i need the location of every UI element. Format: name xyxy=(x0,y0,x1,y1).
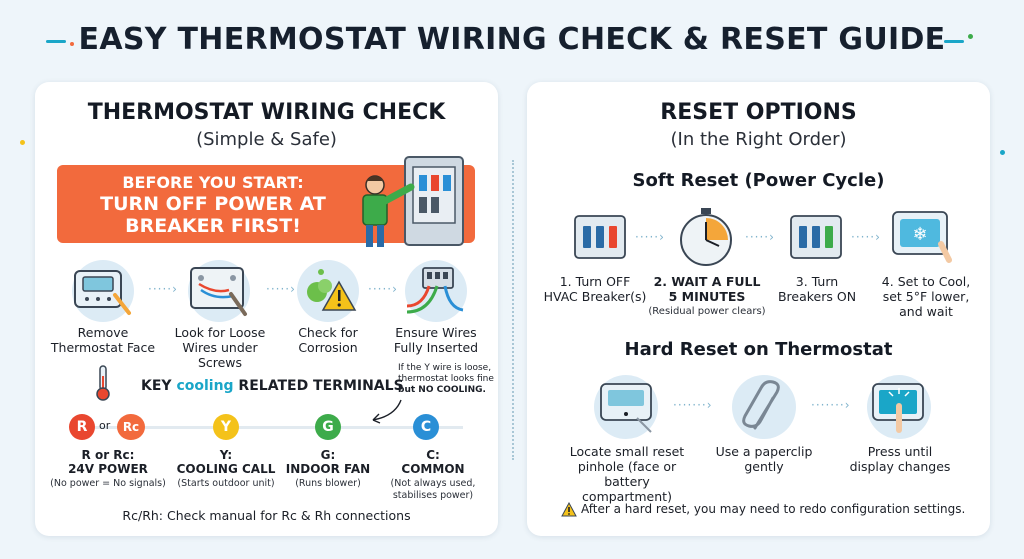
reset-heading: RESET OPTIONS xyxy=(660,100,857,125)
thermostat-cool-icon: ❄ xyxy=(892,211,952,263)
press-display-icon xyxy=(872,383,924,433)
step-loose-wires-l1: Look for Loose xyxy=(174,325,266,340)
terminal-c-desc: (Not always used, stabilises power) xyxy=(390,478,476,501)
terminals-heading-highlight: cooling xyxy=(176,378,234,394)
terminal-y-title: Y: COOLING CALL xyxy=(176,448,276,476)
thermometer-icon xyxy=(96,365,110,401)
terminal-y-badge: Y xyxy=(213,414,239,440)
step-arrow: ·····› xyxy=(851,230,881,244)
breaker-on-icon xyxy=(790,215,842,259)
warning-line-3: BREAKER FIRST! xyxy=(125,215,301,237)
step-arrow: ·····› xyxy=(635,230,665,244)
hard-reset-footer: After a hard reset, you may need to redo… xyxy=(581,502,966,516)
decor-dash xyxy=(46,40,66,43)
warning-triangle-icon xyxy=(561,502,577,517)
hard-step-2-l1: Use a paperclip xyxy=(715,444,813,459)
thermostat-face-icon xyxy=(74,270,131,315)
decor-dash xyxy=(944,40,964,43)
y-wire-callout: If the Y wire is loose, thermostat looks… xyxy=(398,363,494,395)
step-arrow: ·····› xyxy=(148,282,178,296)
soft-step-4-l2: set 5°F lower, xyxy=(882,289,970,304)
step-wires-inserted-l1: Ensure Wires xyxy=(395,325,477,340)
terminal-r-badge: R xyxy=(69,414,95,440)
step-loose-wires-l2: Wires under Screws xyxy=(182,340,258,370)
soft-step-1-l2: HVAC Breaker(s) xyxy=(543,289,647,304)
wiring-check-panel: THERMOSTAT WIRING CHECK (Simple & Safe) … xyxy=(35,82,498,536)
decor-dot xyxy=(70,42,74,46)
loose-wires-icon xyxy=(190,267,247,316)
soft-step-2-l1: 2. WAIT A FULL xyxy=(653,274,761,289)
terminal-rc-badge: Rc xyxy=(117,414,145,440)
wiring-check-subheading: (Simple & Safe) xyxy=(196,129,337,150)
soft-step-1-l1: 1. Turn OFF xyxy=(559,274,631,289)
hard-step-2-l2: gently xyxy=(744,459,784,474)
hard-reset-heading: Hard Reset on Thermostat xyxy=(624,339,893,360)
reset-pinhole-icon xyxy=(600,383,652,433)
hard-step-3-l1: Press until xyxy=(867,444,933,459)
corrosion-warning-icon xyxy=(307,269,357,311)
paperclip-icon xyxy=(742,380,780,430)
step-arrow: ·······› xyxy=(673,398,713,412)
svg-text:❄: ❄ xyxy=(912,224,927,245)
step-arrow: ·····› xyxy=(745,230,775,244)
terminal-or: or xyxy=(99,419,111,432)
soft-step-4-l3: and wait xyxy=(899,304,953,319)
terminal-bar xyxy=(71,426,463,429)
step-arrow: ·······› xyxy=(811,398,851,412)
warning-banner: BEFORE YOU START: TURN OFF POWER AT BREA… xyxy=(57,156,475,247)
reset-options-panel: RESET OPTIONS (In the Right Order) Soft … xyxy=(527,82,990,536)
reset-subheading: (In the Right Order) xyxy=(670,129,847,150)
terminal-r-title: R or Rc: 24V POWER xyxy=(68,448,148,476)
step-arrow: ·····› xyxy=(266,282,296,296)
wires-inserted-icon xyxy=(406,267,464,314)
warning-line-1: BEFORE YOU START: xyxy=(122,173,304,192)
soft-step-2-l2: 5 MINUTES xyxy=(668,289,746,304)
breaker-worker-icon xyxy=(362,156,464,247)
wiring-check-heading: THERMOSTAT WIRING CHECK xyxy=(87,100,446,125)
warning-line-2: TURN OFF POWER AT xyxy=(100,193,326,215)
soft-reset-heading: Soft Reset (Power Cycle) xyxy=(632,170,885,191)
rc-rh-footer: Rc/Rh: Check manual for Rc & Rh connecti… xyxy=(122,508,411,523)
hard-step-1-l1: Locate small reset xyxy=(569,444,685,459)
step-remove-face-l2: Thermostat Face xyxy=(50,340,156,355)
terminal-y-desc: (Starts outdoor unit) xyxy=(177,478,275,489)
terminal-c-title: C: COMMON xyxy=(401,448,465,476)
step-corrosion-l1: Check for xyxy=(298,325,358,340)
step-corrosion-l2: Corrosion xyxy=(298,340,358,355)
decor-dot xyxy=(968,34,973,39)
decor-dot xyxy=(1000,150,1005,155)
soft-step-3-l2: Breakers ON xyxy=(777,289,857,304)
hard-step-1-l2: pinhole (face or xyxy=(577,459,677,474)
panel-divider xyxy=(512,160,514,460)
page-title: EASY THERMOSTAT WIRING CHECK & RESET GUI… xyxy=(78,22,946,57)
terminals-heading: KEY cooling RELATED TERMINALS xyxy=(141,378,404,394)
breaker-off-icon xyxy=(574,215,626,259)
stopwatch-icon xyxy=(680,208,732,266)
soft-step-4-l1: 4. Set to Cool, xyxy=(881,274,971,289)
step-wires-inserted-l2: Fully Inserted xyxy=(393,340,479,355)
terminal-r-desc: (No power = No signals) xyxy=(50,478,166,489)
soft-step-2-l3: (Residual power clears) xyxy=(648,306,766,317)
step-remove-face-l1: Remove xyxy=(77,325,129,340)
terminal-c-badge: C xyxy=(413,414,439,440)
decor-dot xyxy=(20,140,25,145)
hard-step-1-l3: battery compartment) xyxy=(582,474,672,504)
terminal-g-desc: (Runs blower) xyxy=(295,478,361,489)
terminal-g-badge: G xyxy=(315,414,341,440)
soft-step-3-l1: 3. Turn xyxy=(795,274,839,289)
terminal-g-title: G: INDOOR FAN xyxy=(285,448,371,476)
hard-step-3-l2: display changes xyxy=(849,459,951,474)
step-arrow: ·····› xyxy=(368,282,398,296)
callout-arrow-icon xyxy=(372,399,402,424)
